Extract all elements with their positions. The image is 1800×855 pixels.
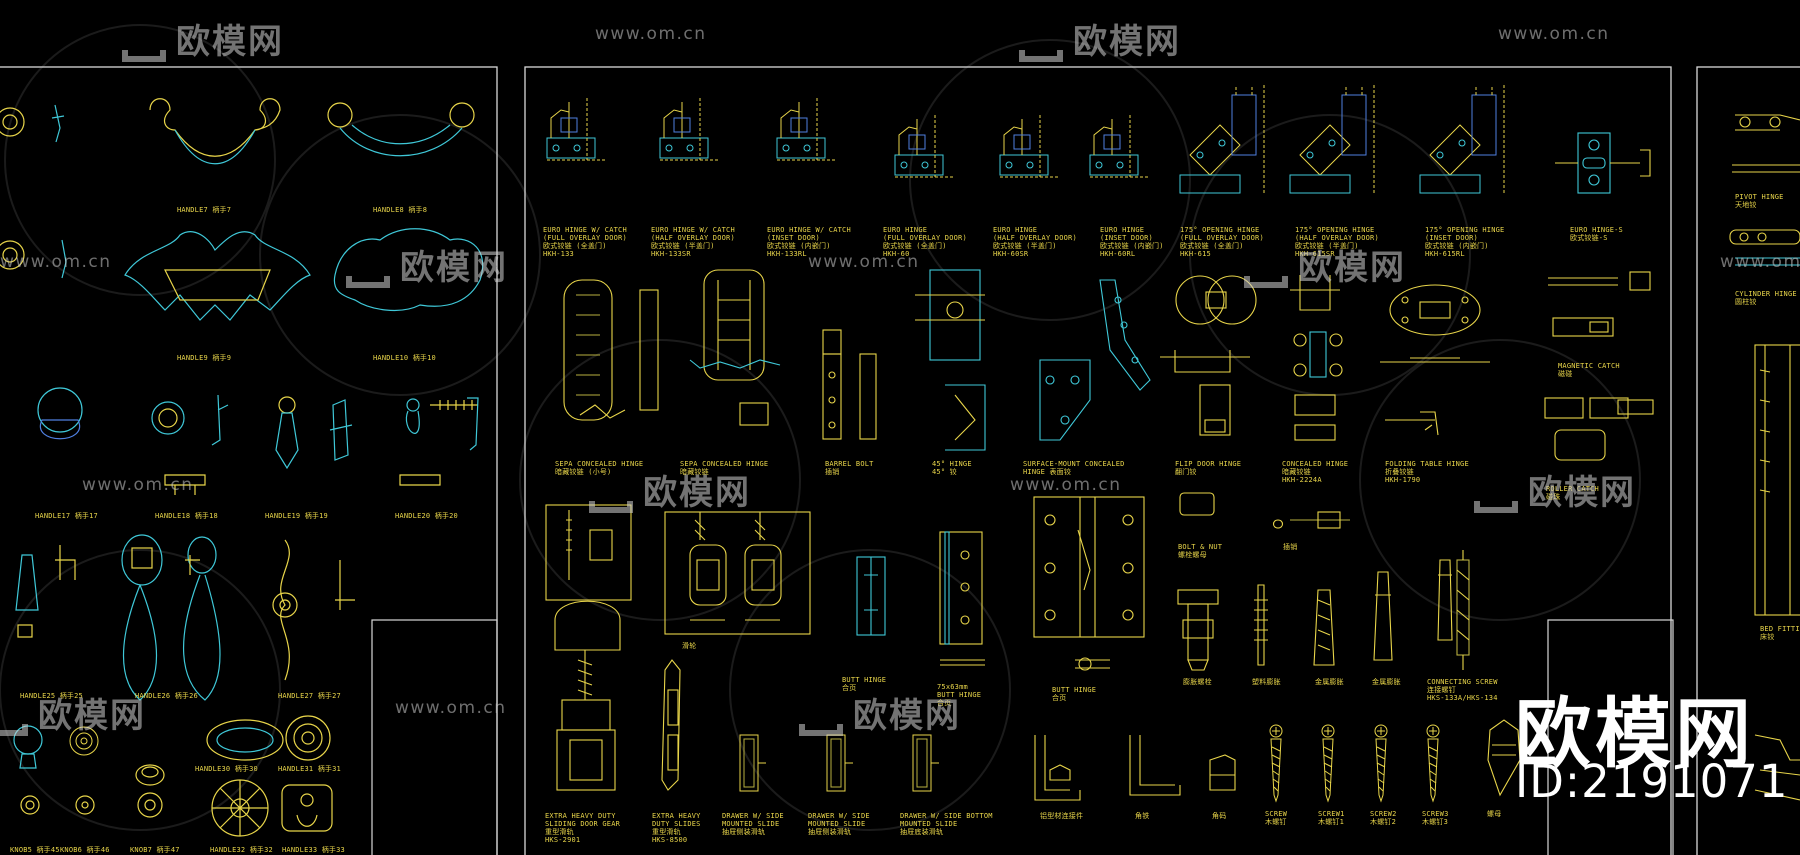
label-surface-mount-hinge: SURFACE-MOUNT CONCEALED HINGE 表面铰: [1023, 460, 1125, 476]
sofa-logo-icon: [585, 484, 637, 513]
label-euro-hinge-catch-full: EURO HINGE W/ CATCH (FULL OVERLAY DOOR) …: [543, 226, 627, 258]
label-175-hinge-full: 175° OPENING HINGE (FULL OVERLAY DOOR) 欧…: [1180, 226, 1264, 258]
label-handle-25: HANDLE25 柄手25: [20, 692, 83, 700]
label-knob-5: KNOB5 柄手45: [10, 846, 60, 854]
label-pivot-hinge: PIVOT HINGE 天地铰: [1735, 193, 1784, 209]
watermark-url: www.om.cn: [82, 475, 194, 495]
label-knob-7: KNOB7 柄手47: [130, 846, 180, 854]
brand-logo-text: 欧模网: [1515, 689, 1755, 778]
label-bed-fitting: BED FITTING 床铰: [1760, 625, 1800, 641]
watermark-logo: 欧模网: [342, 240, 508, 289]
label-euro-hinge-half: EURO HINGE (HALF OVERLAY DOOR) 欧式铰链 (半盖门…: [993, 226, 1077, 258]
label-euro-hinge-full: EURO HINGE (FULL OVERLAY DOOR) 欧式铰链 (全盖门…: [883, 226, 967, 258]
label-screw-1: SCREW1 木螺钉1: [1318, 810, 1345, 826]
label-butt-hinge-small: BUTT HINGE 合页: [842, 676, 887, 692]
label-magnetic-catch: MAGNETIC CATCH 磁碰: [1558, 362, 1620, 378]
label-butt-hinge-large: BUTT HINGE 合页: [1052, 686, 1097, 702]
label-screw-3: SCREW3 木螺钉3: [1422, 810, 1449, 826]
label-concealed-hinge: CONCEALED HINGE 暗藏铰链 HKH-2224A: [1282, 460, 1349, 484]
label-sepa-hinge: SEPA CONCEALED HINGE 暗藏铰链: [680, 460, 769, 476]
label-handle-17: HANDLE17 柄手17: [35, 512, 98, 520]
watermark-logo: 欧模网: [1240, 240, 1406, 289]
label-roller-catch: ROLLER CATCH 碰珠: [1546, 485, 1599, 501]
watermark-url: www.om.cn: [1720, 252, 1800, 272]
label-barrel-bolt: BARREL BOLT 插销: [825, 460, 874, 476]
watermark-url: www.om.cn: [1010, 475, 1122, 495]
label-euro-hinge-s: EURO HINGE-S 欧式铰链-S: [1570, 226, 1623, 242]
watermark-url: www.om.cn: [395, 698, 507, 718]
label-handle-10: HANDLE10 柄手10: [373, 354, 436, 362]
model-id: ID:2191071: [1515, 755, 1789, 808]
label-angle-bracket: 角码: [1212, 812, 1227, 820]
label-latch: 插销: [1283, 543, 1298, 551]
watermark-logo: 欧模网: [0, 688, 146, 737]
label-handle-19: HANDLE19 柄手19: [265, 512, 328, 520]
label-folding-table-hinge: FOLDING TABLE HINGE 折叠铰链 HKH-1790: [1385, 460, 1469, 484]
label-metal-anchor-1: 金属膨胀: [1315, 678, 1344, 686]
label-butt-hinge-75: 75x63mm BUTT HINGE 合页: [937, 683, 982, 707]
label-screw-2: SCREW2 木螺钉2: [1370, 810, 1397, 826]
label-euro-hinge-catch-inset: EURO HINGE W/ CATCH (INSET DOOR) 欧式铰链 (内…: [767, 226, 851, 258]
watermark-logo: 欧模网: [118, 14, 284, 63]
label-175-hinge-inset: 175° OPENING HINGE (INSET DOOR) 欧式铰链 (内嵌…: [1425, 226, 1505, 258]
label-handle-31: HANDLE31 柄手31: [278, 765, 341, 773]
label-handle-9: HANDLE9 柄手9: [177, 354, 232, 362]
label-sliding-door-gear: EXTRA HEAVY DUTY SLIDING DOOR GEAR 重型滑轨 …: [545, 812, 621, 844]
label-nut: 螺母: [1487, 810, 1502, 818]
label-handle-18: HANDLE18 柄手18: [155, 512, 218, 520]
label-cylinder-hinge: CYLINDER HINGE 圆柱铰: [1735, 290, 1797, 306]
label-bolt-nut: BOLT & NUT 螺栓螺母: [1178, 543, 1223, 559]
sofa-logo-icon: [1015, 33, 1067, 62]
label-euro-hinge-catch-half: EURO HINGE W/ CATCH (HALF OVERLAY DOOR) …: [651, 226, 735, 258]
sofa-logo-icon: [342, 259, 394, 288]
label-extra-heavy-slides: EXTRA HEAVY DUTY SLIDES 重型滑轨 HKS-8500: [652, 812, 701, 844]
label-pulley: 滑轮: [682, 642, 697, 650]
label-175-hinge-half: 175° OPENING HINGE (HALF OVERLAY DOOR) 欧…: [1295, 226, 1379, 258]
label-screw: SCREW 木螺钉: [1265, 810, 1288, 826]
sofa-logo-icon: [795, 707, 847, 736]
label-handle-8: HANDLE8 柄手8: [373, 206, 428, 214]
label-euro-hinge-inset: EURO HINGE (INSET DOOR) 欧式铰链 (内嵌门) HKH-6…: [1100, 226, 1164, 258]
watermark-url: www.om.cn: [595, 24, 707, 44]
label-drawer-bottom-slide: DRAWER W/ SIDE BOTTOM MOUNTED SLIDE 抽屉底装…: [900, 812, 993, 836]
label-drawer-side-slide-2: DRAWER W/ SIDE MOUNTED SLIDE 抽屉侧装滑轨: [808, 812, 870, 836]
label-sepa-hinge-small: SEPA CONCEALED HINGE 暗藏铰链 (小号): [555, 460, 644, 476]
watermark-logo: 欧模网: [795, 688, 961, 737]
watermark-url: www.om.cn: [0, 252, 112, 272]
label-knob-6: KNOB6 柄手46: [60, 846, 110, 854]
label-handle-32: HANDLE32 柄手32: [210, 846, 273, 854]
label-handle-33: HANDLE33 柄手33: [282, 846, 345, 854]
label-handle-7: HANDLE7 柄手7: [177, 206, 232, 214]
label-flip-door-hinge: FLIP DOOR HINGE 翻门铰: [1175, 460, 1242, 476]
sofa-logo-icon: [118, 33, 170, 62]
label-connecting-screw: CONNECTING SCREW 连接螺钉 HKS-133A/HKS-134: [1427, 678, 1498, 702]
label-handle-27: HANDLE27 柄手27: [278, 692, 341, 700]
watermark-logo: 欧模网: [1015, 14, 1181, 63]
sofa-logo-icon: [0, 707, 32, 736]
label-drawer-side-slide-1: DRAWER W/ SIDE MOUNTED SLIDE 抽屉侧装滑轨: [722, 812, 784, 836]
watermark-logo: 欧模网: [1470, 465, 1636, 514]
watermark-logo: 欧模网: [585, 465, 751, 514]
sofa-logo-icon: [1470, 484, 1522, 513]
watermark-url: www.om.cn: [1498, 24, 1610, 44]
label-45-hinge: 45° HINGE 45° 铰: [932, 460, 972, 476]
label-metal-anchor-2: 金属膨胀: [1372, 678, 1401, 686]
label-aluminum-connector: 铝型材连接件: [1040, 812, 1084, 820]
label-handle-30: HANDLE30 柄手30: [195, 765, 258, 773]
label-plastic-anchor: 塑料膨胀: [1252, 678, 1281, 686]
label-handle-26: HANDLE26 柄手26: [135, 692, 198, 700]
label-handle-20: HANDLE20 柄手20: [395, 512, 458, 520]
sofa-logo-icon: [1240, 259, 1292, 288]
label-expansion-bolt: 膨胀螺栓: [1183, 678, 1212, 686]
watermark-url: www.om.cn: [808, 252, 920, 272]
label-angle-iron: 角铁: [1135, 812, 1150, 820]
